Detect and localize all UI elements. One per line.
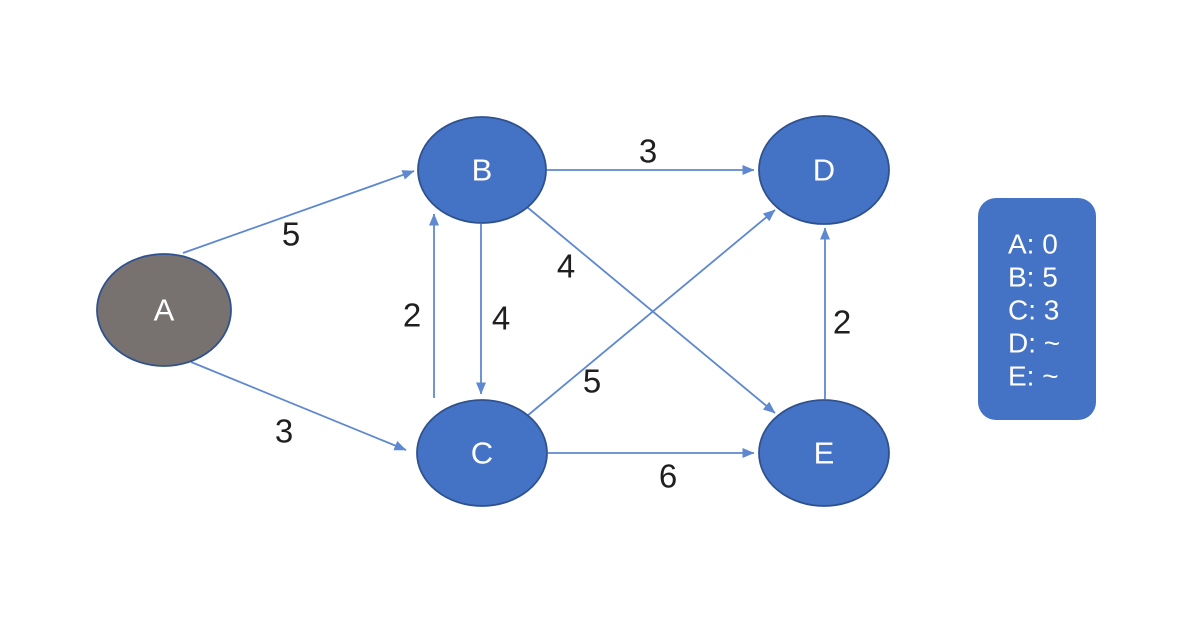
node-d: D: [758, 115, 890, 225]
node-c-shape: [416, 399, 548, 507]
edge-weight-c-b: 2: [403, 297, 421, 334]
edge-weight-b-e: 4: [557, 248, 575, 285]
node-b: B: [417, 116, 547, 224]
node-e-label: E: [814, 436, 835, 471]
edge-weight-c-d: 5: [583, 363, 601, 400]
distance-table-box: [978, 198, 1096, 420]
node-c: C: [416, 399, 548, 507]
node-a-label: A: [154, 293, 175, 328]
node-c-label: C: [471, 436, 493, 471]
edge-weight-a-b: 5: [282, 216, 300, 253]
node-a-shape: [96, 253, 232, 367]
node-d-label: D: [813, 153, 835, 188]
edge-b-c: 4: [476, 224, 510, 395]
edge-weight-b-c: 4: [492, 300, 510, 337]
node-e-shape: [758, 399, 890, 507]
distance-row-c: C: 3: [1008, 295, 1059, 326]
edge-weight-a-c: 3: [275, 413, 293, 450]
edge-weight-b-d: 3: [639, 133, 657, 170]
edge-line-a-b: [182, 170, 415, 254]
node-a: A: [96, 253, 232, 367]
edge-c-d: 5: [526, 209, 776, 417]
distance-row-a: A: 0: [1008, 229, 1058, 260]
node-e: E: [758, 399, 890, 507]
distance-row-e: E: ~: [1008, 361, 1059, 392]
edge-line-a-c: [190, 361, 407, 451]
edge-weight-c-e: 6: [659, 458, 677, 495]
edge-b-e: 4: [526, 206, 776, 414]
edge-e-d: 2: [820, 227, 851, 399]
distance-row-d: D: ~: [1008, 328, 1060, 359]
node-d-shape: [758, 115, 890, 225]
distance-row-b: B: 5: [1008, 262, 1058, 293]
edge-a-b: 5: [182, 170, 415, 254]
node-b-label: B: [472, 153, 493, 188]
node-b-shape: [417, 116, 547, 224]
edge-a-c: 3: [190, 361, 407, 451]
edge-line-b-e: [526, 206, 776, 414]
edge-c-b: 2: [403, 213, 439, 398]
edge-b-d: 3: [547, 133, 755, 175]
edge-line-c-d: [526, 209, 776, 417]
edge-weight-e-d: 2: [833, 304, 851, 341]
edge-c-e: 6: [548, 448, 755, 495]
distance-table: A: 0 B: 5 C: 3 D: ~ E: ~: [978, 198, 1096, 420]
